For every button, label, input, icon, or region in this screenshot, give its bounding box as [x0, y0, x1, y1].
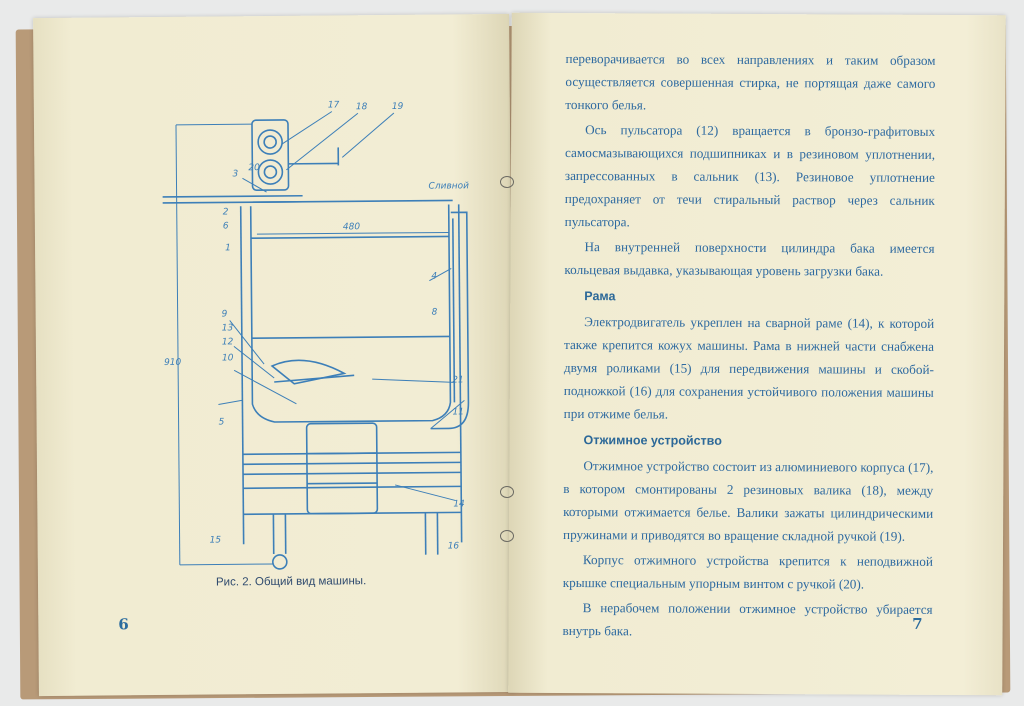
paragraph: Электродвигатель укреплен на сварной рам… [563, 314, 935, 422]
right-page: переворачивается во всех направлениях и … [508, 12, 1006, 696]
figure-label: 16 [448, 541, 460, 551]
page-number-right: 7 [912, 614, 923, 633]
figure-label: 1 [225, 243, 231, 253]
figure-label: 4 [431, 272, 437, 282]
left-page: 17 18 19 3 20 Сливной 2 6 480 1 4 8 9 13… [33, 13, 515, 697]
washing-machine-drawing: 17 18 19 3 20 Сливной 2 6 480 1 4 8 9 13… [162, 100, 470, 570]
binding-stitch [500, 486, 514, 498]
figure-label: 20 [248, 163, 260, 173]
figure-label: 18 [356, 102, 368, 112]
figure-label: 10 [222, 353, 234, 363]
figure-label: 910 [164, 358, 182, 368]
paragraph: Корпус отжимного устройства крепится к н… [562, 552, 933, 592]
figure-label: 11 [452, 407, 464, 417]
section-heading: Рама [584, 289, 616, 304]
figure-label: 13 [222, 323, 234, 333]
figure-label: 5 [219, 417, 225, 427]
paragraph: Отжимное устройство состоит из алюминиев… [563, 458, 934, 544]
figure-label: 21 [452, 375, 464, 385]
figure-label: 9 [222, 309, 228, 319]
section-heading: Отжимное устройство [583, 433, 722, 448]
paragraph: переворачивается во всех направлениях и … [565, 50, 936, 113]
body-text: переворачивается во всех направлениях и … [562, 47, 936, 644]
binding-stitch [500, 176, 514, 188]
binding-stitch [500, 530, 514, 542]
figure-label: 19 [392, 102, 404, 112]
figure-label: 17 [328, 100, 340, 110]
figure-label: 6 [223, 221, 229, 231]
figure-label: Сливной [428, 181, 469, 191]
figure-label: 15 [210, 535, 222, 545]
figure-label: 12 [222, 337, 234, 347]
figure-label: 2 [223, 207, 229, 217]
figure-caption: Рис. 2. Общий вид машины. [215, 575, 367, 589]
figure-label: 3 [232, 169, 238, 179]
figure-label: 8 [432, 308, 438, 318]
paragraph: В нерабочем положении отжимное устройств… [562, 600, 933, 639]
figure-label: 14 [453, 499, 465, 509]
page-number-left: 6 [118, 615, 129, 634]
paragraph: Ось пульсатора (12) вращается в бронзо-г… [564, 122, 936, 230]
figure-label: 480 [343, 222, 361, 232]
paragraph: На внутренней поверхности цилиндра бака … [564, 239, 935, 279]
